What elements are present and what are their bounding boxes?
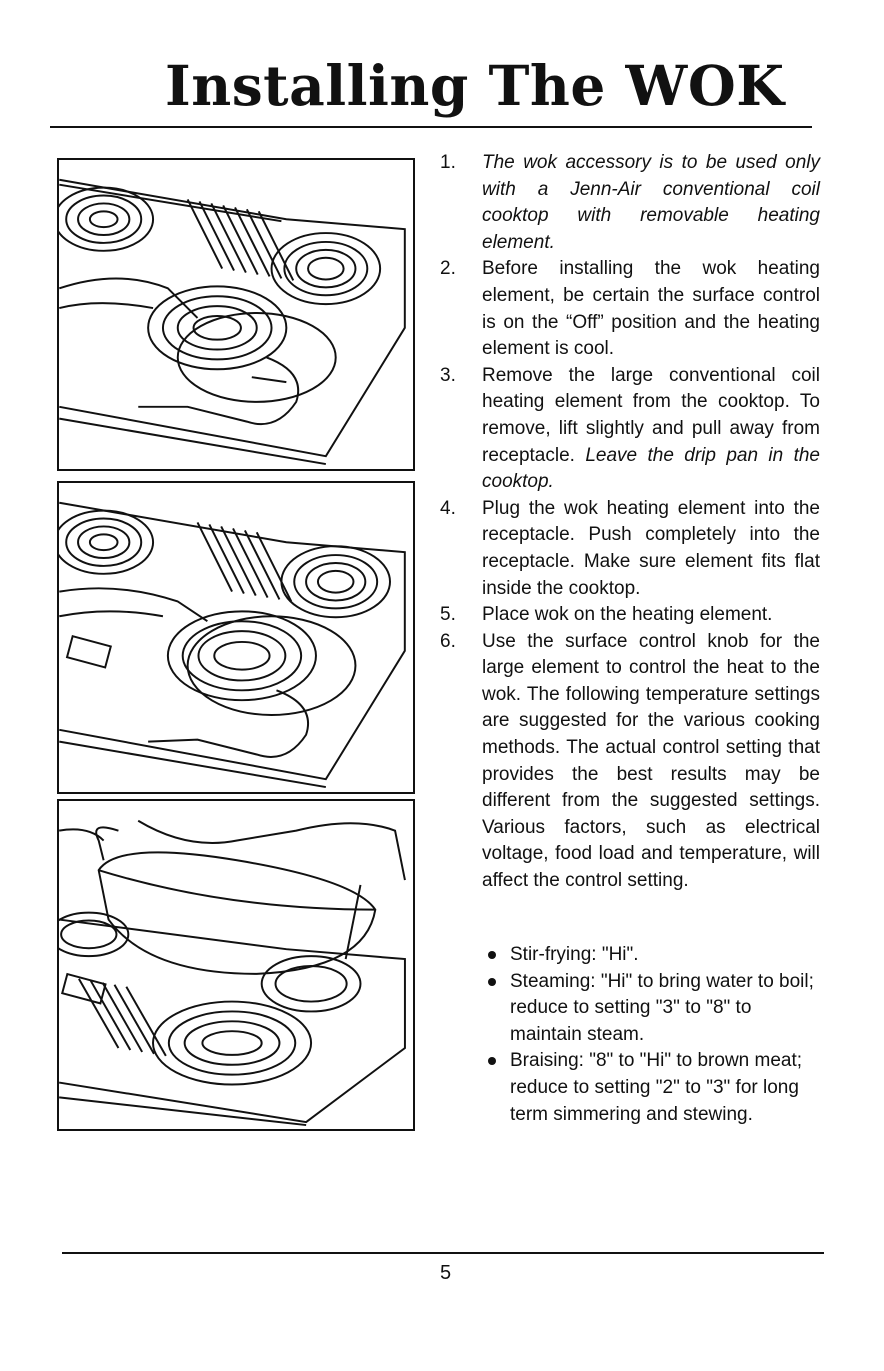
step-text: Before installing the wok heating elemen… [482, 258, 820, 360]
temperature-settings-list: Stir-frying: "Hi". Steaming: "Hi" to bri… [488, 942, 824, 1128]
step-text: Remove the large conventional coil heati… [482, 364, 820, 466]
step-item: 5. Place wok on the heating element. [440, 602, 820, 629]
page-number: 5 [440, 1262, 452, 1284]
setting-text: Steaming: "Hi" to bring water to boil; r… [510, 970, 814, 1045]
step-number: 1. [440, 152, 456, 173]
cooktop-plug-element-drawing [59, 501, 406, 789]
installation-steps: 1. The wok accessory is to be used only … [440, 150, 820, 895]
setting-item: Stir-frying: "Hi". [488, 942, 824, 969]
title-rule [50, 126, 812, 128]
step-number: 4. [440, 497, 456, 519]
step-text: Place wok on the heating element. [482, 604, 773, 626]
illustration-remove-coil [57, 158, 415, 471]
step-item: 4. Plug the wok heating element into the… [440, 496, 820, 602]
illustration-place-wok [57, 799, 415, 1131]
step-item: 6. Use the surface control knob for the … [440, 629, 820, 895]
illustration-plug-element [57, 481, 415, 794]
page-title: Installing The WOK [165, 53, 785, 118]
bullet-dot-icon [488, 951, 496, 959]
cooktop-wok-drawing [59, 819, 406, 1127]
step-number: 2. [440, 258, 456, 280]
step-item: 3. Remove the large conventional coil he… [440, 363, 820, 496]
setting-text: Stir-frying: "Hi". [510, 944, 639, 965]
step-number: 6. [440, 630, 456, 652]
step-italic-text: The wok accessory is to be used only wit… [482, 152, 820, 253]
step-number: 5. [440, 604, 456, 626]
setting-item: Steaming: "Hi" to bring water to boil; r… [488, 969, 824, 1049]
step-number: 3. [440, 364, 456, 386]
cooktop-remove-coil-drawing [59, 178, 406, 466]
setting-item: Braising: "8" to "Hi" to brown meat; red… [488, 1048, 824, 1128]
step-text: Plug the wok heating element into the re… [482, 497, 820, 599]
setting-text: Braising: "8" to "Hi" to brown meat; red… [510, 1050, 803, 1125]
bullet-dot-icon [488, 1057, 496, 1066]
step-text: Use the surface control knob for the lar… [482, 630, 820, 892]
step-item: 1. The wok accessory is to be used only … [440, 150, 820, 256]
step-item: 2. Before installing the wok heating ele… [440, 256, 820, 362]
step-italic-text: Leave the drip pan in the cooktop. [482, 444, 820, 493]
footer-rule [62, 1252, 824, 1254]
bullet-dot-icon [488, 977, 496, 986]
